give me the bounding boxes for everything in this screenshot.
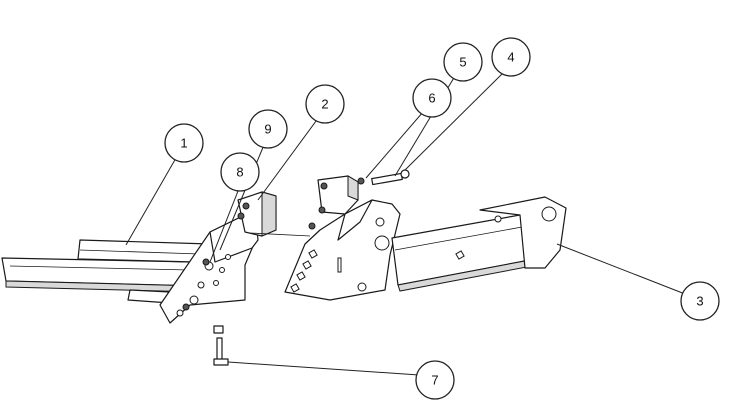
leader-4 [404, 70, 506, 171]
callout-label: 4 [507, 50, 514, 65]
callout-label: 3 [696, 294, 703, 309]
callout-2: 2 [305, 84, 345, 124]
callout-9: 9 [248, 109, 288, 149]
callout-label: 6 [428, 91, 435, 106]
leader-7 [227, 361, 420, 376]
callout-label: 5 [459, 55, 466, 70]
callout-label: 7 [431, 373, 438, 388]
callout-label: 1 [180, 136, 187, 151]
callout-label: 8 [236, 165, 243, 180]
callout-label: 9 [264, 122, 271, 137]
leader-lines [125, 70, 686, 376]
leader-3 [556, 243, 686, 295]
pin-assembly [357, 169, 410, 186]
leader-1 [125, 157, 177, 246]
leader-8 [209, 185, 241, 263]
callout-6: 6 [412, 78, 452, 118]
callout-3: 3 [680, 281, 720, 321]
callout-4: 4 [491, 37, 531, 77]
leader-2 [257, 116, 320, 201]
leader-6 [365, 111, 424, 179]
bolt-7 [213, 325, 229, 366]
callout-1: 1 [164, 123, 204, 163]
center-plate [284, 199, 401, 301]
callout-8: 8 [220, 152, 260, 192]
right-rail [391, 196, 567, 292]
callout-label: 2 [321, 97, 328, 112]
callout-5: 5 [443, 42, 483, 82]
callout-7: 7 [415, 360, 455, 400]
upper-bracket-right [308, 175, 359, 230]
upper-bracket-left [237, 191, 311, 237]
